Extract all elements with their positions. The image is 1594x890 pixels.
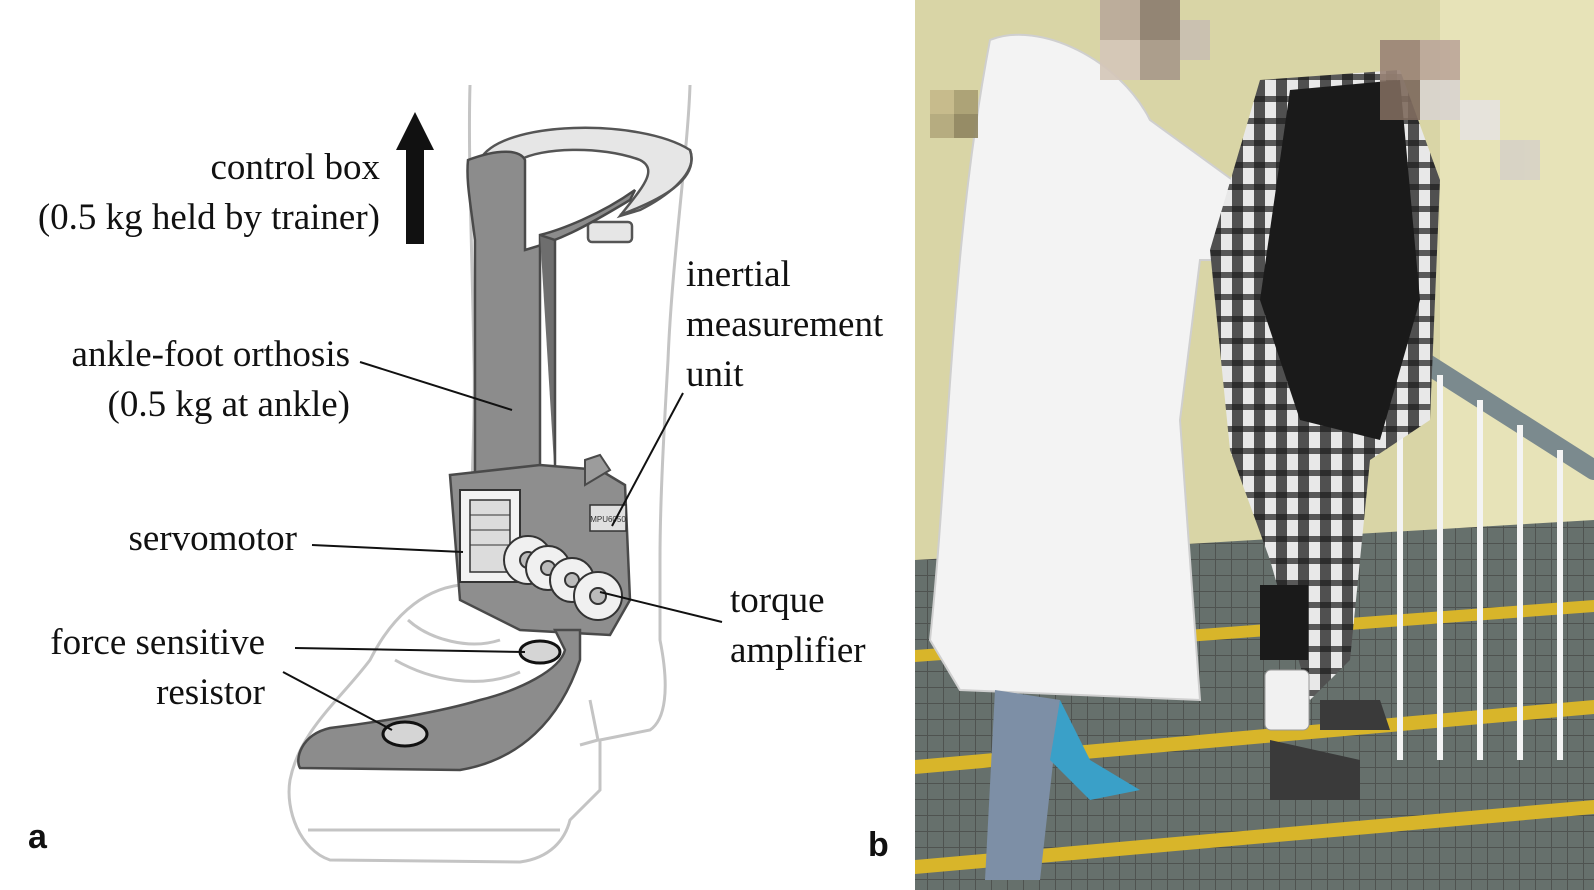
blurred-face-patient <box>1380 40 1540 180</box>
label-control-box: control box (0.5 kg held by trainer) <box>0 143 380 243</box>
panel-label-a: a <box>28 818 47 856</box>
label-servomotor: servomotor <box>0 514 297 564</box>
imu-chip-label: MPU6050 <box>590 515 626 524</box>
photo-stairwell <box>915 0 1594 890</box>
label-fsr: force sensitive resistor <box>0 618 265 718</box>
label-imu-line3: unit <box>686 354 744 395</box>
leader-lines <box>282 361 723 731</box>
orthosis-shell: MPU6050 <box>297 150 637 772</box>
label-imu-line2: measurement <box>686 304 884 345</box>
label-imu: inertial measurement unit <box>686 250 883 400</box>
label-torque-line2: amplifier <box>730 630 866 671</box>
label-afo-line2: (0.5 kg at ankle) <box>107 384 350 425</box>
label-control-box-line1: control box <box>210 147 380 188</box>
blurred-face-clinician <box>1100 0 1210 80</box>
label-torque-amplifier: torque amplifier <box>730 576 866 676</box>
label-fsr-line1: force sensitive <box>50 622 265 663</box>
label-fsr-line2: resistor <box>156 672 265 713</box>
label-torque-line1: torque <box>730 580 825 621</box>
label-imu-line1: inertial <box>686 254 791 295</box>
gear-train <box>503 535 623 621</box>
panel-label-b: b <box>868 826 889 864</box>
shoe-outline <box>287 560 667 864</box>
label-afo: ankle-foot orthosis (0.5 kg at ankle) <box>0 330 350 430</box>
label-control-box-line2: (0.5 kg held by trainer) <box>37 197 380 238</box>
label-servomotor-line1: servomotor <box>128 518 297 559</box>
label-afo-line1: ankle-foot orthosis <box>71 334 350 375</box>
blurred-sign <box>930 90 978 138</box>
top-strap <box>477 126 693 244</box>
upward-arrow-icon <box>396 112 434 244</box>
